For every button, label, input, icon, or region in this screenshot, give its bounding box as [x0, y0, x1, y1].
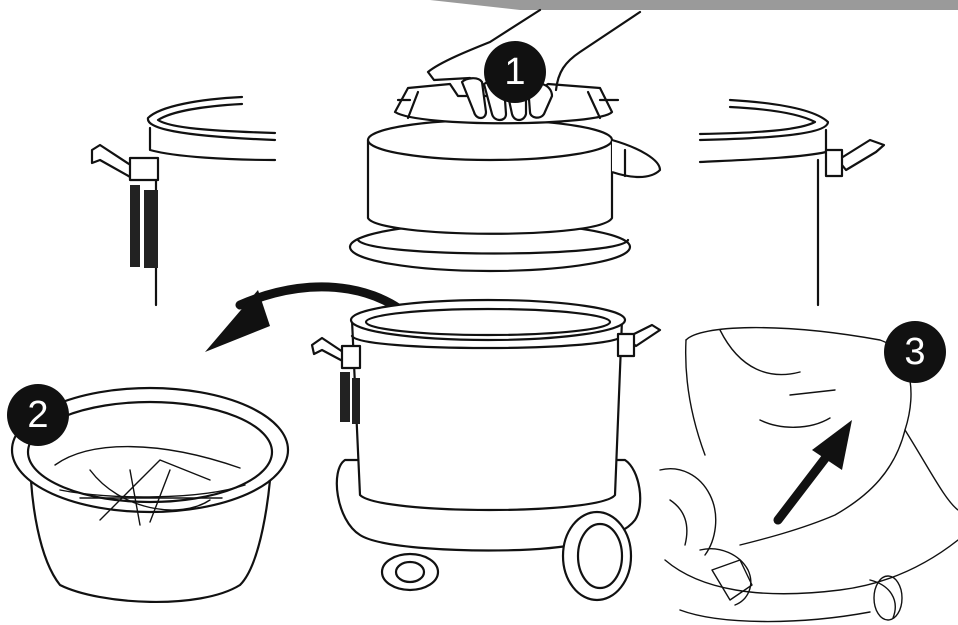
left-canister-partial [92, 97, 275, 305]
step-2-badge: 2 [7, 384, 69, 446]
svg-text:1: 1 [504, 51, 525, 93]
right-canister-partial [700, 100, 884, 305]
svg-text:2: 2 [27, 394, 48, 436]
step-1-badge: 1 [484, 41, 546, 103]
vacuum-body [312, 300, 660, 600]
step-3-badge: 3 [884, 321, 946, 383]
svg-text:3: 3 [904, 331, 925, 373]
top-bar [430, 0, 958, 10]
